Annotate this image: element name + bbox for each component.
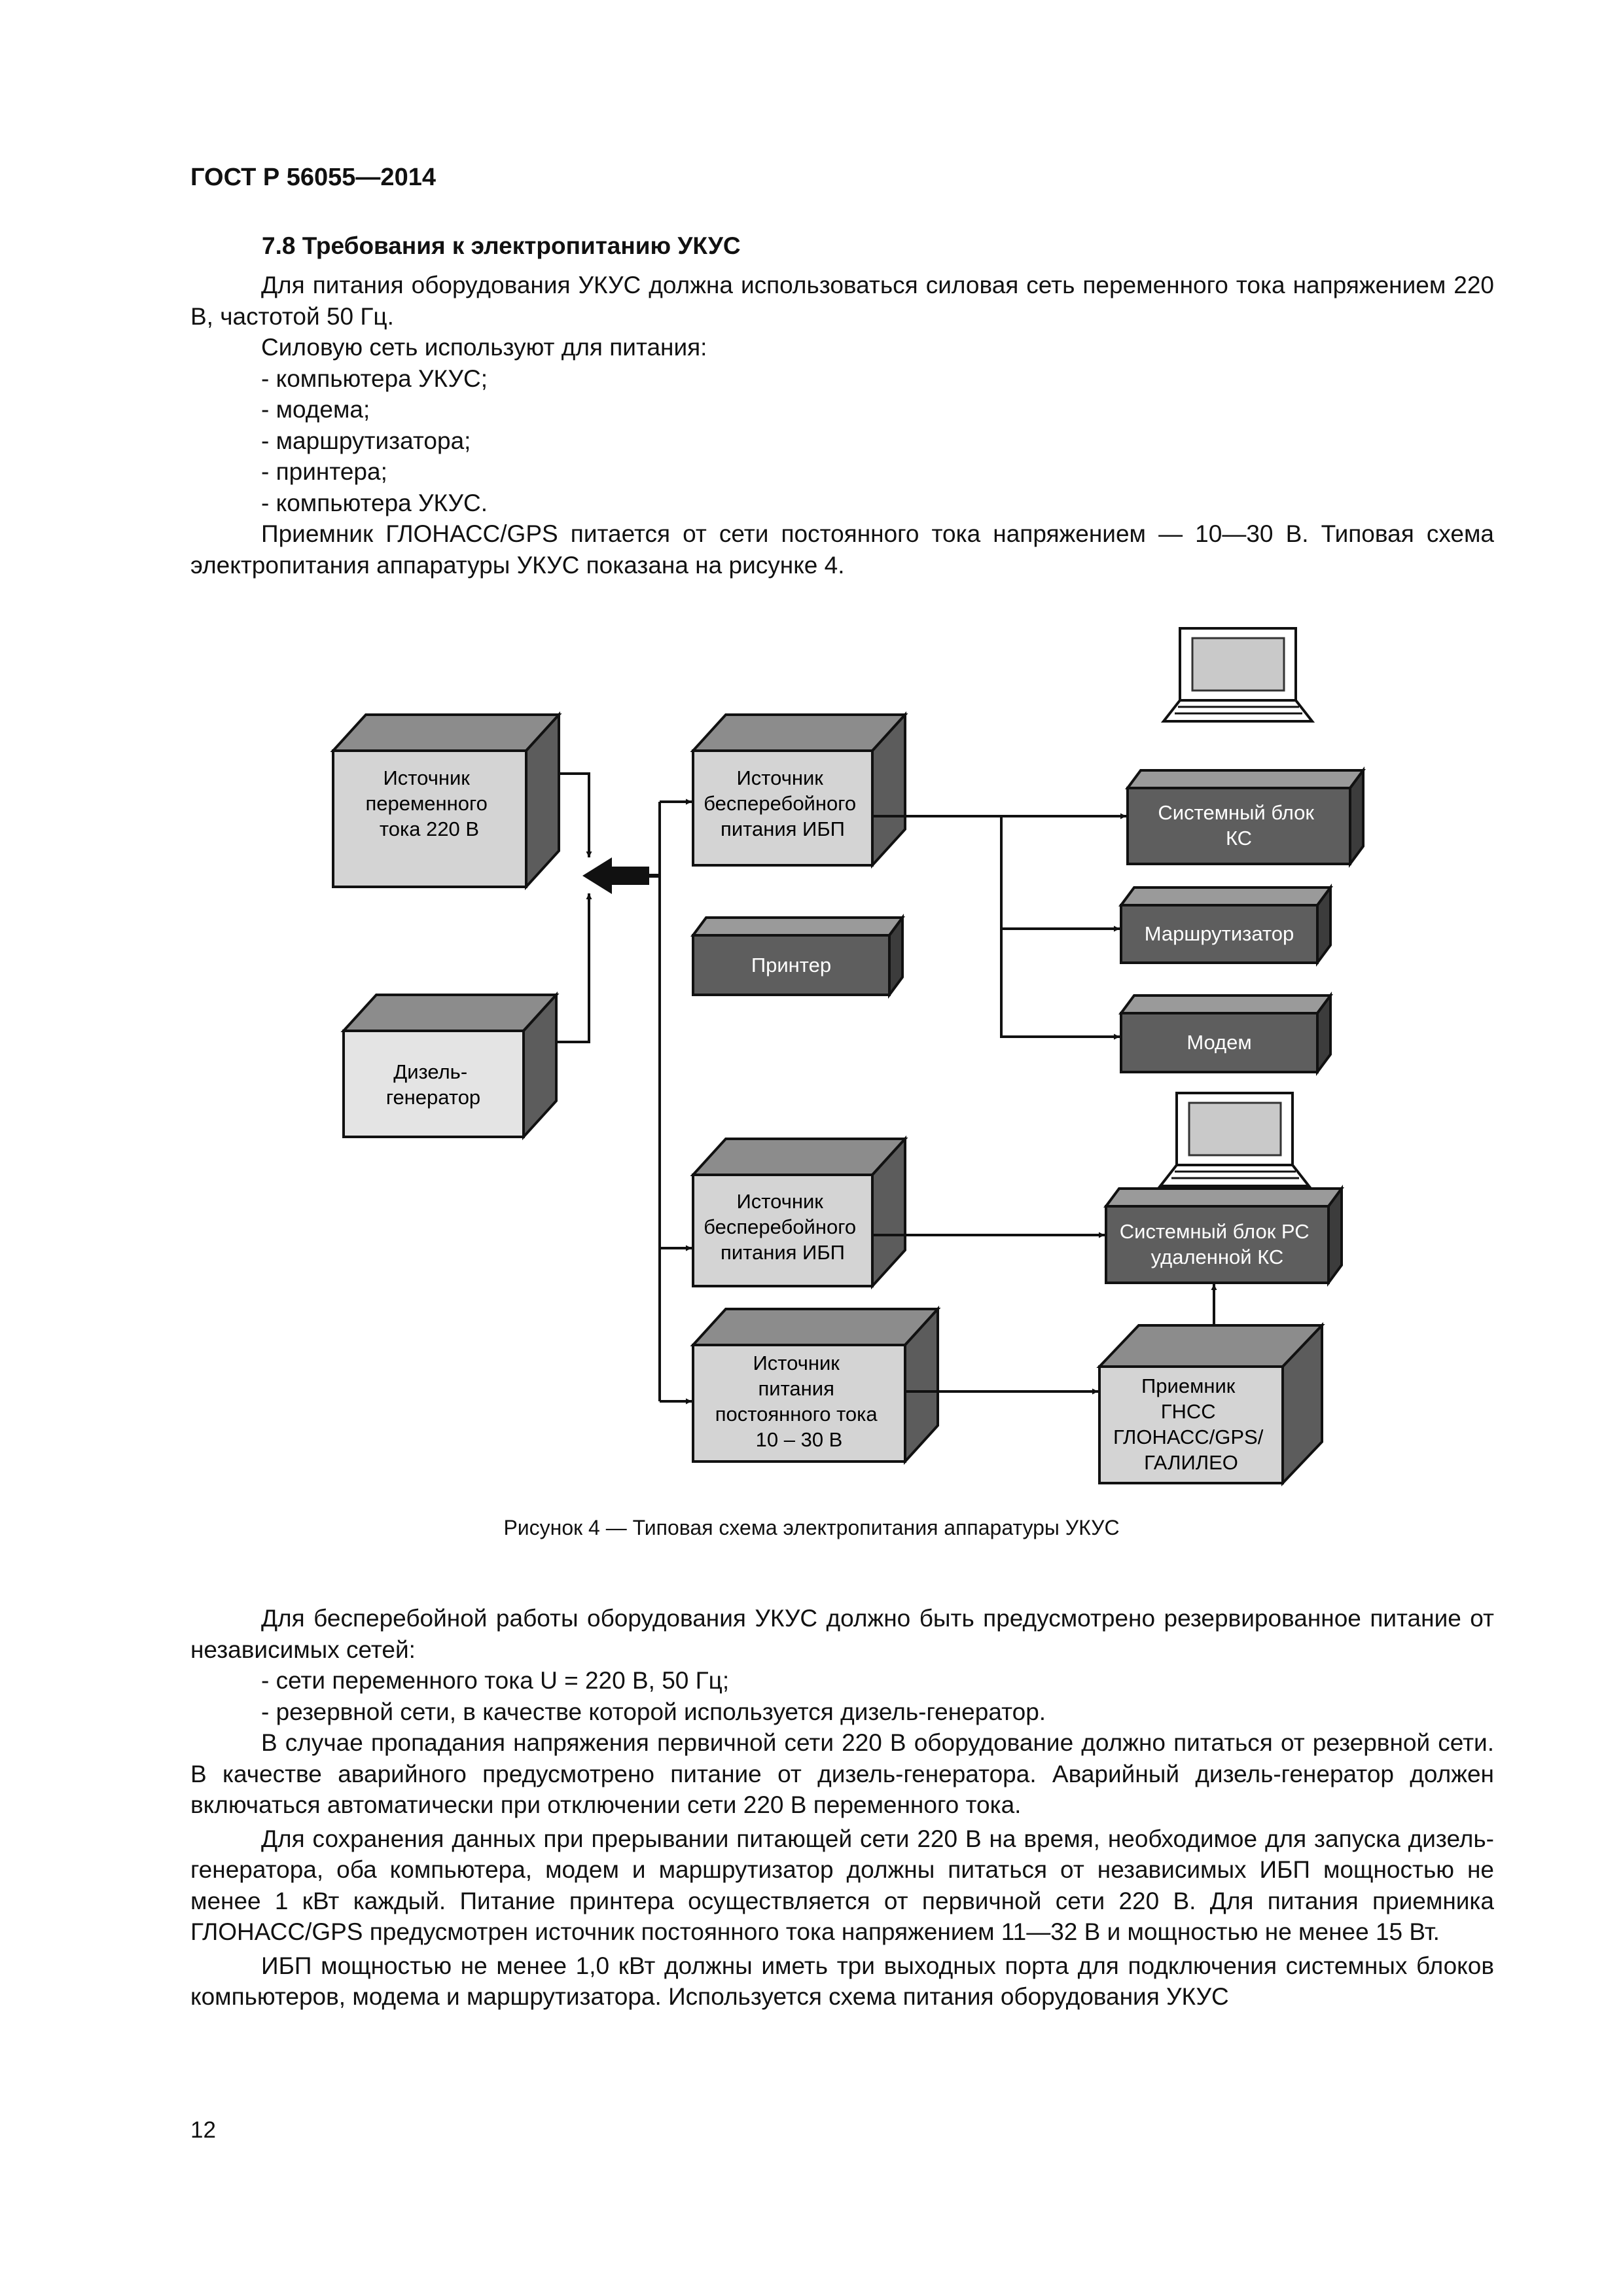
diesel-generator-label: генератор (386, 1086, 480, 1109)
ups-box-1: Источник бесперебойного питания ИБП (690, 711, 908, 869)
sysblock-ks-label: КС (1226, 827, 1252, 850)
svg-text:Источник переменного: Источник переменного тока 220 В (365, 766, 493, 840)
gnss-label: Приемник (1141, 1374, 1236, 1397)
ups-box-2: Источник бесперебойного питания ИБП (690, 1135, 908, 1290)
body-paragraph-4: ИБП мощностью не менее 1,0 кВт должны им… (190, 1952, 1494, 2011)
input-arrow-icon (582, 857, 649, 894)
diesel-generator-box: Дизель- генератор (340, 991, 560, 1141)
laptop-icon (1160, 627, 1315, 723)
intro-paragraph-2: Силовую сеть используют для питания: (261, 334, 707, 361)
body-paragraph-3: Для сохранения данных при прерывании пит… (190, 1825, 1494, 1946)
dc-source-label: питания (758, 1377, 834, 1400)
connector-lines (556, 772, 1217, 1405)
intro-text: Для питания оборудования УКУС должна исп… (190, 270, 1494, 581)
ups-label: бесперебойного (704, 1215, 856, 1238)
power-supply-diagram: Источник переменного тока 220 В Дизель- … (330, 627, 1366, 1486)
ac-source-label: тока 220 В (380, 817, 479, 840)
diesel-generator-label: Дизель- (393, 1060, 467, 1083)
intro-paragraph-3: Приемник ГЛОНАСС/GPS питается от сети по… (190, 520, 1494, 579)
list-item: - маршрутизатора; (261, 427, 471, 454)
list-item: - резервной сети, в качестве которой исп… (261, 1698, 1046, 1725)
printer-box: Принтер (690, 913, 905, 999)
dc-source-label: Источник (753, 1352, 840, 1374)
list-item: - сети переменного тока U = 220 В, 50 Гц… (261, 1667, 730, 1694)
modem-box: Модем (1118, 991, 1333, 1077)
ups-label: Источник (737, 766, 824, 789)
list-item: - принтера; (261, 458, 387, 485)
body-paragraph-1: Для бесперебойной работы оборудования УК… (190, 1605, 1494, 1663)
body-text: Для бесперебойной работы оборудования УК… (190, 1603, 1494, 2013)
sysblock-ks-box: Системный блок КС (1125, 766, 1366, 869)
printer-label: Принтер (751, 954, 831, 977)
svg-text:Приемник ГНСС ГЛОН: Приемник ГНСС ГЛОНАСС/GPS/ ГАЛИЛЕО (1113, 1374, 1269, 1474)
gnss-label: ГНСС (1161, 1400, 1216, 1423)
ac-source-box: Источник переменного тока 220 В (330, 711, 562, 891)
dc-source-label: 10 – 30 В (756, 1428, 843, 1451)
list-item: - компьютера УКУС; (261, 365, 488, 392)
intro-paragraph-1: Для питания оборудования УКУС должна исп… (190, 272, 1494, 330)
ac-source-label: Источник (383, 766, 471, 789)
list-item: - модема; (261, 396, 370, 423)
sysblock-remote-label: удаленной КС (1151, 1246, 1284, 1268)
laptop-icon (1157, 1092, 1312, 1187)
list-item: - компьютера УКУС. (261, 489, 488, 516)
gnss-label: ГАЛИЛЕО (1144, 1451, 1238, 1474)
modem-label: Модем (1186, 1031, 1251, 1054)
dc-source-box: Источник питания постоянного тока 10 – 3… (690, 1305, 941, 1465)
svg-text:Системный блок КС: Системный блок КС (1158, 801, 1319, 850)
document-header: ГОСТ Р 56055—2014 (190, 164, 436, 191)
ac-source-label: переменного (365, 792, 487, 815)
svg-text:Источник бесперебойного: Источник бесперебойного питания ИБП (704, 766, 861, 840)
page-number: 12 (190, 2117, 216, 2143)
svg-text:Источник бесперебойного: Источник бесперебойного питания ИБП (704, 1190, 861, 1264)
sysblock-remote-label: Системный блок РС (1120, 1220, 1310, 1243)
router-label: Маршрутизатор (1145, 922, 1294, 945)
gnss-label: ГЛОНАСС/GPS/ (1113, 1426, 1264, 1448)
gnss-receiver-box: Приемник ГНСС ГЛОНАСС/GPS/ ГАЛИЛЕО (1096, 1322, 1325, 1486)
svg-text:Системный блок РС удален: Системный блок РС удаленной КС (1120, 1220, 1315, 1268)
dc-source-label: постоянного тока (715, 1403, 878, 1426)
svg-text:Дизель- генератор: Дизель- генератор (386, 1060, 480, 1109)
ups-label: бесперебойного (704, 792, 856, 815)
router-box: Маршрутизатор (1118, 883, 1333, 967)
sysblock-remote-box: Системный блок РС удаленной КС (1103, 1184, 1344, 1287)
svg-text:Источник питания п: Источник питания постоянного тока 10 – 3… (715, 1352, 883, 1451)
figure-caption: Рисунок 4 — Типовая схема электропитания… (503, 1516, 1120, 1539)
ups-label: питания ИБП (721, 1241, 845, 1264)
ups-label: питания ИБП (721, 817, 845, 840)
ups-label: Источник (737, 1190, 824, 1213)
section-title: 7.8 Требования к электропитанию УКУС (262, 232, 741, 259)
body-paragraph-2: В случае пропадания напряжения первичной… (190, 1729, 1494, 1818)
sysblock-ks-label: Системный блок (1158, 801, 1314, 824)
